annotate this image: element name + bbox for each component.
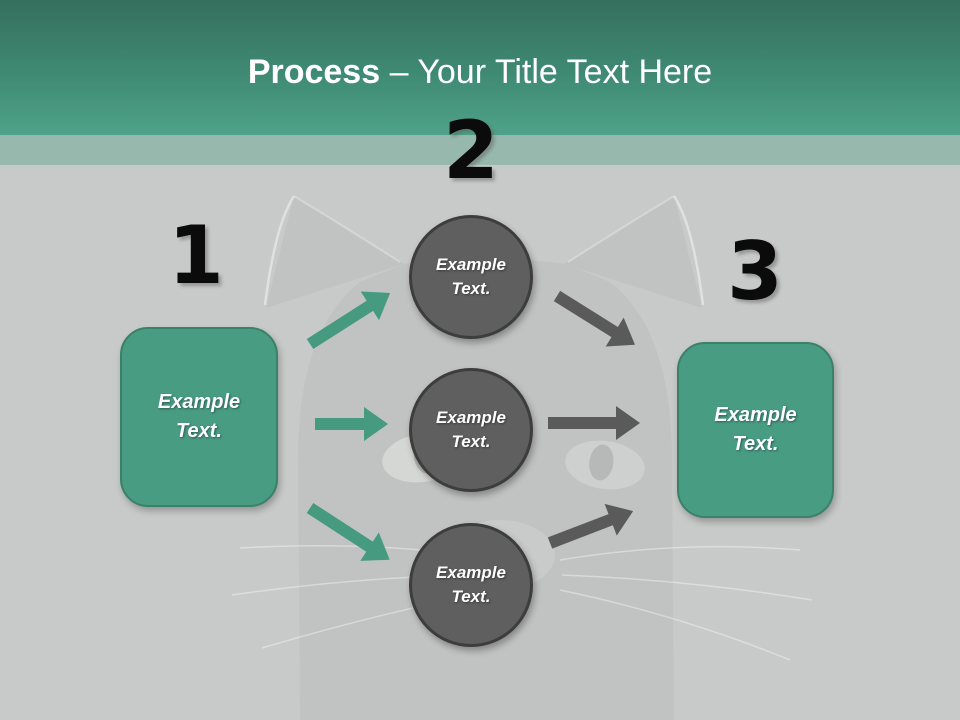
process-box-left: Example Text. (120, 327, 278, 507)
process-circle-3: Example Text. (409, 523, 533, 647)
process-box-right-label: Example Text. (714, 404, 797, 455)
step-number-3: 3 (727, 225, 783, 318)
slide-title: Process – Your Title Text Here (0, 52, 960, 92)
process-circle-2: Example Text. (409, 368, 533, 492)
gray-arrow-from-circle-2-icon (548, 406, 640, 440)
green-arrow-to-circle-1-icon (306, 291, 391, 350)
gray-arrow-from-circle-3-icon (547, 503, 634, 549)
green-arrow-to-circle-2-icon (315, 407, 388, 441)
header-accent-band (0, 135, 960, 165)
slide-header: Process – Your Title Text Here (0, 0, 960, 135)
cat-right-ear (564, 195, 702, 308)
title-keyword: Process (247, 53, 381, 91)
cat-right-ear-outline (672, 195, 705, 306)
green-arrow-to-circle-3-icon (306, 502, 390, 561)
process-box-right: Example Text. (677, 342, 834, 518)
step-number-1: 1 (168, 209, 224, 302)
cat-right-ear-inner-outline (567, 195, 675, 263)
process-box-left-label: Example Text. (157, 391, 241, 442)
title-subtitle: – Your Title Text Here (389, 53, 713, 91)
process-circle-2-label: Example Text. (436, 408, 506, 451)
process-circle-3-label: Example Text. (436, 563, 506, 606)
cat-right-eye (565, 440, 645, 490)
process-circle-1-label: Example Text. (436, 255, 506, 298)
process-circle-1: Example Text. (409, 215, 533, 339)
cat-left-ear-outline (263, 195, 296, 306)
cat-left-ear-inner-outline (293, 195, 401, 263)
gray-arrow-from-circle-1-icon (553, 290, 636, 347)
step-number-2: 2 (443, 104, 499, 197)
